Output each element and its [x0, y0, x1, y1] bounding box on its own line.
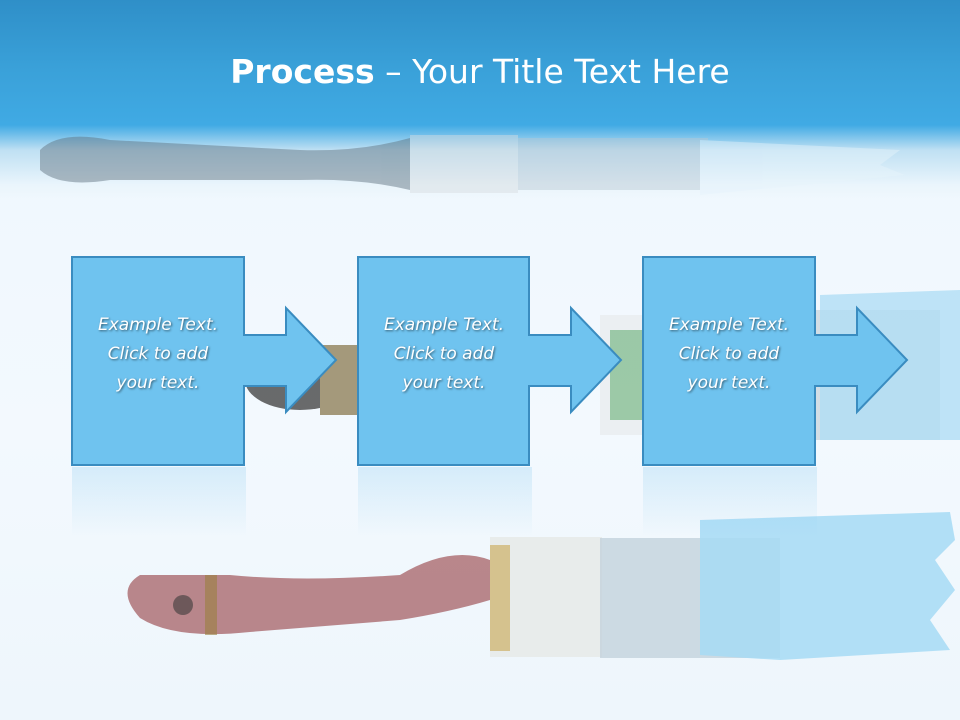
step-2-line-3: your text.	[402, 373, 486, 393]
title-rest: – Your Title Text Here	[374, 52, 730, 91]
step-3-line-2: Click to add	[678, 344, 780, 364]
slide-title[interactable]: Process – Your Title Text Here	[0, 52, 960, 91]
step-2-line-2: Click to add	[393, 344, 495, 364]
step-1-reflection	[72, 467, 246, 537]
step-3-line-3: your text.	[687, 373, 771, 393]
step-2-reflection	[358, 467, 532, 537]
step-3-text[interactable]: Example Text. Click to add your text.	[644, 311, 814, 398]
step-3-reflection	[643, 467, 817, 537]
step-2-text[interactable]: Example Text. Click to add your text.	[359, 311, 529, 398]
step-1-line-3: your text.	[116, 373, 200, 393]
step-1-line-2: Click to add	[107, 344, 209, 364]
step-1-line-1: Example Text.	[97, 315, 219, 335]
paintbrush-middle	[245, 290, 960, 440]
step-2-line-1: Example Text.	[383, 315, 505, 335]
step-3-line-1: Example Text.	[668, 315, 790, 335]
paintbrush-bottom	[127, 512, 955, 660]
title-strong: Process	[230, 52, 375, 91]
step-1-text[interactable]: Example Text. Click to add your text.	[73, 311, 243, 398]
paintbrush-top	[40, 135, 905, 195]
title-band	[0, 0, 960, 200]
